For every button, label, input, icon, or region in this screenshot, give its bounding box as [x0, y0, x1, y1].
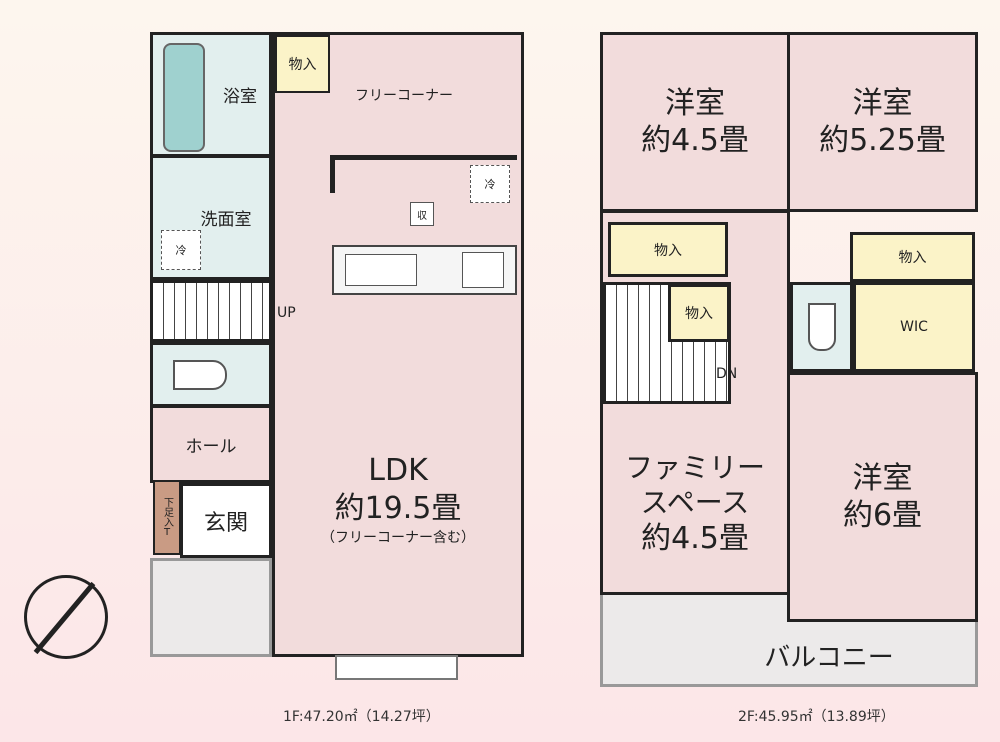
shoe-box: 下足入 T [153, 480, 181, 555]
hall: ホール [150, 405, 272, 483]
sink-icon [345, 254, 417, 286]
balcony-label: バルコニー [764, 643, 894, 673]
kitchen-counter [332, 245, 517, 295]
western-room-1-name: 洋室 [665, 85, 725, 121]
ldk-name: LDK [368, 453, 428, 488]
stairs-up-label: UP [277, 305, 296, 321]
family-space-name: ファミリースペース [624, 450, 765, 519]
toilet-icon [807, 303, 836, 351]
free-corner-label: フリーコーナー [355, 88, 453, 104]
western-room-3-name: 洋室 [852, 460, 913, 496]
western-room-2-size: 約5.25畳 [819, 123, 946, 158]
ldk-size: 約19.5畳 [334, 490, 462, 526]
window-bay [335, 655, 458, 680]
washroom-label: 洗面室 [200, 210, 252, 230]
western-room-3: 洋室 約6畳 [787, 372, 978, 622]
stairs-1f [150, 280, 272, 342]
floor1-area: 1F:47.20㎡（14.27坪） [283, 709, 440, 725]
shoe-box-label: 下足入 [161, 497, 173, 527]
bathroom: 浴室 [150, 32, 272, 157]
entrance: 玄関 [180, 483, 272, 558]
western-room-1-size: 約4.5畳 [641, 123, 749, 158]
ldk-note: （フリーコーナー含む） [321, 530, 475, 546]
partition-wall [330, 155, 517, 160]
stairs-dn-label: DN [716, 366, 738, 382]
storage-1f: 物入 [275, 35, 330, 93]
washroom: 洗面室 冷 [150, 155, 272, 280]
walk-in-closet: WIC [853, 282, 975, 372]
compass-icon [24, 575, 108, 659]
toilet-2f [790, 282, 853, 372]
ldk: LDK 約19.5畳 （フリーコーナー含む） [272, 32, 524, 657]
stove-icon [462, 252, 504, 288]
storage-2f-2: 物入 [850, 232, 975, 282]
fridge-space: 冷 [470, 165, 510, 203]
storage-small: 収 [410, 202, 434, 226]
toilet-1f [150, 342, 272, 407]
toilet-icon [173, 359, 227, 390]
floor2-area: 2F:45.95㎡（13.89坪） [738, 709, 895, 725]
bath-label: 浴室 [223, 87, 257, 107]
western-room-3-size: 約6畳 [842, 498, 923, 533]
storage-2f-3: 物入 [668, 284, 730, 342]
western-room-2: 洋室 約5.25畳 [787, 32, 978, 212]
porch [150, 558, 272, 657]
partition-wall-v [330, 155, 335, 193]
shoe-box-t: T [163, 527, 171, 538]
bathtub-icon [163, 43, 205, 152]
western-room-1: 洋室 約4.5畳 [600, 32, 790, 212]
western-room-2-name: 洋室 [852, 85, 913, 121]
family-space-size: 約4.5畳 [641, 520, 749, 556]
washer-space: 冷 [161, 230, 201, 270]
storage-2f-1: 物入 [608, 222, 728, 277]
